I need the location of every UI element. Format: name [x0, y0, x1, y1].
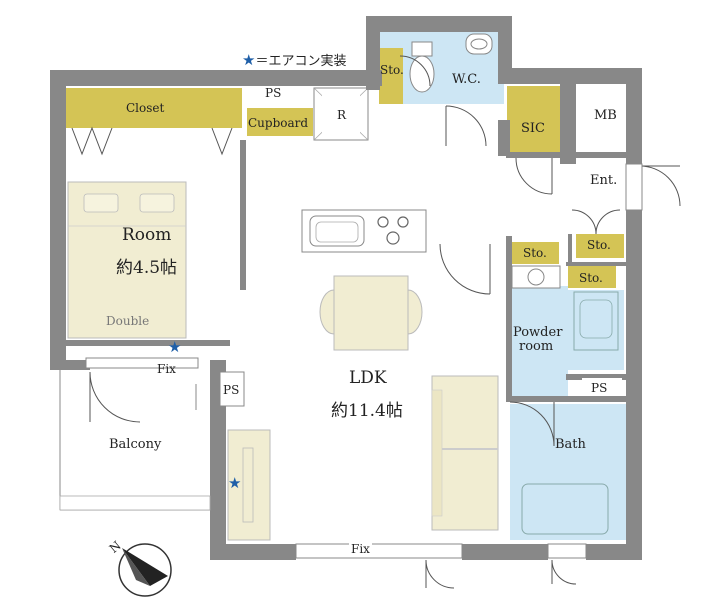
- bed-label: Double: [106, 314, 150, 328]
- ps-top-label: PS: [265, 86, 282, 100]
- aircon-ldk-star-icon: ★: [228, 474, 242, 492]
- closet-fill: [66, 88, 242, 128]
- bath-label: Bath: [555, 437, 586, 452]
- wc-label: W.C.: [452, 72, 481, 87]
- room-size: 約4.5帖: [116, 258, 178, 278]
- ps-mid-label: PS: [223, 383, 240, 397]
- powder-room-label-line1: Powder: [513, 325, 563, 340]
- legend-text: ＝エアコン実装: [255, 54, 347, 69]
- aircon-room-star-icon: ★: [168, 338, 182, 356]
- wc-storage-label: Sto.: [380, 63, 404, 77]
- closet-label: Closet: [126, 101, 165, 115]
- sto-entrance-fill: [576, 234, 624, 258]
- sto-kitchen-fill: [568, 266, 616, 288]
- legend-star-icon: ★: [242, 51, 256, 69]
- room-name: Room: [122, 225, 172, 245]
- ldk-size: 約11.4帖: [331, 401, 403, 421]
- legend: ★＝エアコン実装: [242, 50, 347, 70]
- wc-storage-fill: [379, 48, 403, 104]
- sic-label: SIC: [521, 121, 545, 136]
- cupboard-fill: [247, 108, 313, 136]
- balcony-label: Balcony: [109, 437, 162, 452]
- entrance-label: Ent.: [590, 173, 618, 188]
- powder-room-floor: [510, 286, 568, 396]
- mb-label: MB: [594, 108, 617, 123]
- sto-powder-upper-label: Sto.: [523, 246, 547, 260]
- compass: [118, 543, 172, 597]
- sto-kitchen-label: Sto.: [579, 271, 603, 285]
- cupboard-label: Cupboard: [248, 116, 309, 130]
- powder-room-label-line2: room: [519, 339, 554, 354]
- sto-entrance-label: Sto.: [587, 238, 611, 252]
- refrigerator-label: R: [337, 108, 347, 122]
- sto-powder-upper-fill: [511, 242, 559, 264]
- fix-ldk-label: Fix: [349, 542, 372, 556]
- sofa: [431, 375, 499, 531]
- ps-bath-label: PS: [591, 381, 608, 395]
- ldk-name: LDK: [349, 368, 387, 388]
- sic-fill: [507, 86, 561, 154]
- bath-floor: [510, 404, 627, 540]
- fix-room-label: Fix: [157, 362, 176, 376]
